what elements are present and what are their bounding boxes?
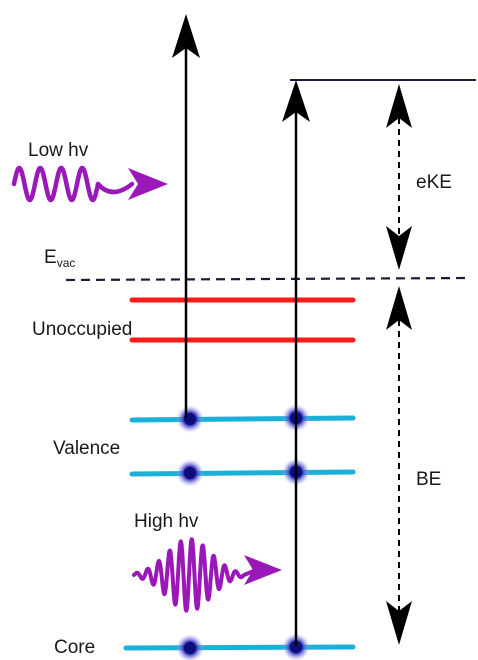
low-hv-label: Low hv [28,140,89,161]
electron-dot-icon [282,633,310,660]
low-energy-photon-wave-icon [11,165,168,203]
vacuum-level-line [65,276,471,282]
core-label: Core [54,637,96,658]
unoccupied-label: Unoccupied [32,319,133,340]
valence-level-lower [129,469,356,477]
electron-dot-icon [176,634,204,660]
e-vac-subscript: vac [56,256,76,270]
eke-double-arrow [386,84,412,270]
e-vac-label: Evac [44,248,75,269]
electron-dot-icon [176,459,204,487]
electron-dot-icon [176,405,204,433]
be-double-arrow [386,286,412,645]
eke-label: eKE [416,172,452,193]
valence-level-upper [129,415,356,423]
high-energy-photon-wavepacket-icon [132,537,282,613]
e-vac-main-text: E [44,247,57,268]
high-hv-label: High hv [134,511,199,532]
core-level [123,644,356,651]
core-excitation-arrow [282,80,310,646]
valence-label: Valence [53,438,121,459]
valence-excitation-arrow [172,14,200,418]
be-label: BE [416,469,442,490]
